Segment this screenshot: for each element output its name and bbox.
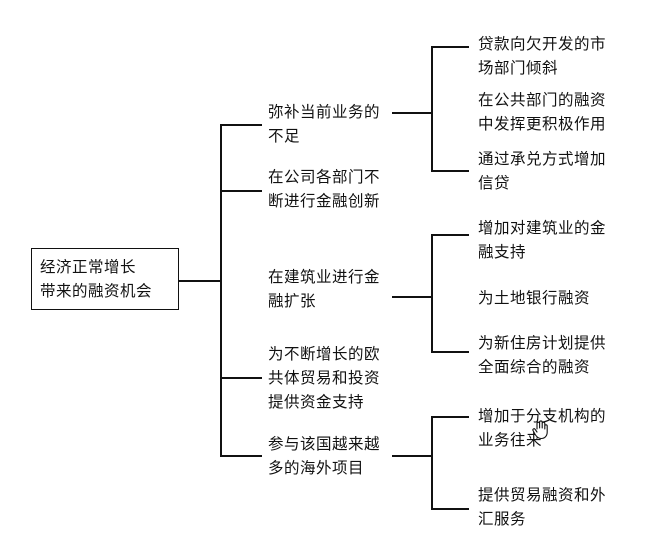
- level2-node-2-3: 为新住房计划提供 全面综合的融资: [478, 334, 607, 376]
- group3-connector: [392, 455, 432, 457]
- group1-connector: [392, 112, 432, 114]
- root-label: 经济正常增长 带来的融资机会: [40, 258, 153, 300]
- root-node: 经济正常增长 带来的融资机会: [31, 248, 179, 310]
- group2-connector: [392, 296, 432, 298]
- level2-node-2-1: 增加对建筑业的金 融支持: [478, 219, 607, 261]
- group1-spine: [431, 46, 433, 171]
- level1-tick-2: [220, 190, 262, 192]
- level1-spine: [220, 124, 222, 456]
- level2-node-1-1: 贷款向欠开发的市 场部门倾斜: [478, 35, 607, 77]
- level1-tick-4: [220, 377, 262, 379]
- group1-tick-3: [431, 170, 469, 172]
- level1-node-4: 为不断增长的欧 共体贸易和投资 提供资金支持: [268, 345, 381, 411]
- level1-node-1: 弥补当前业务的 不足: [268, 103, 381, 145]
- root-connector: [179, 280, 221, 282]
- level2-node-3-1: 增加于分支机构的 业务往来: [478, 407, 607, 449]
- level2-node-3-2: 提供贸易融资和外 汇服务: [478, 486, 607, 528]
- level2-node-1-2: 在公共部门的融资 中发挥更积极作用: [478, 91, 607, 133]
- level1-tick-5: [220, 455, 262, 457]
- group3-spine: [431, 416, 433, 509]
- group2-tick-1: [431, 234, 469, 236]
- group1-tick-1: [431, 46, 469, 48]
- level1-node-3: 在建筑业进行金 融扩张: [268, 268, 381, 310]
- level2-node-2-2: 为土地银行融资: [478, 289, 591, 307]
- level1-tick-1: [220, 124, 262, 126]
- group2-tick-3: [431, 351, 469, 353]
- level1-node-2: 在公司各部门不 断进行金融创新: [268, 168, 381, 210]
- hand-cursor-icon: [532, 420, 548, 440]
- level1-node-5: 参与该国越来越 多的海外项目: [268, 435, 381, 477]
- level2-node-1-3: 通过承兑方式增加 信贷: [478, 150, 607, 192]
- group3-tick-1: [431, 416, 469, 418]
- group2-spine: [431, 234, 433, 352]
- group3-tick-2: [431, 508, 469, 510]
